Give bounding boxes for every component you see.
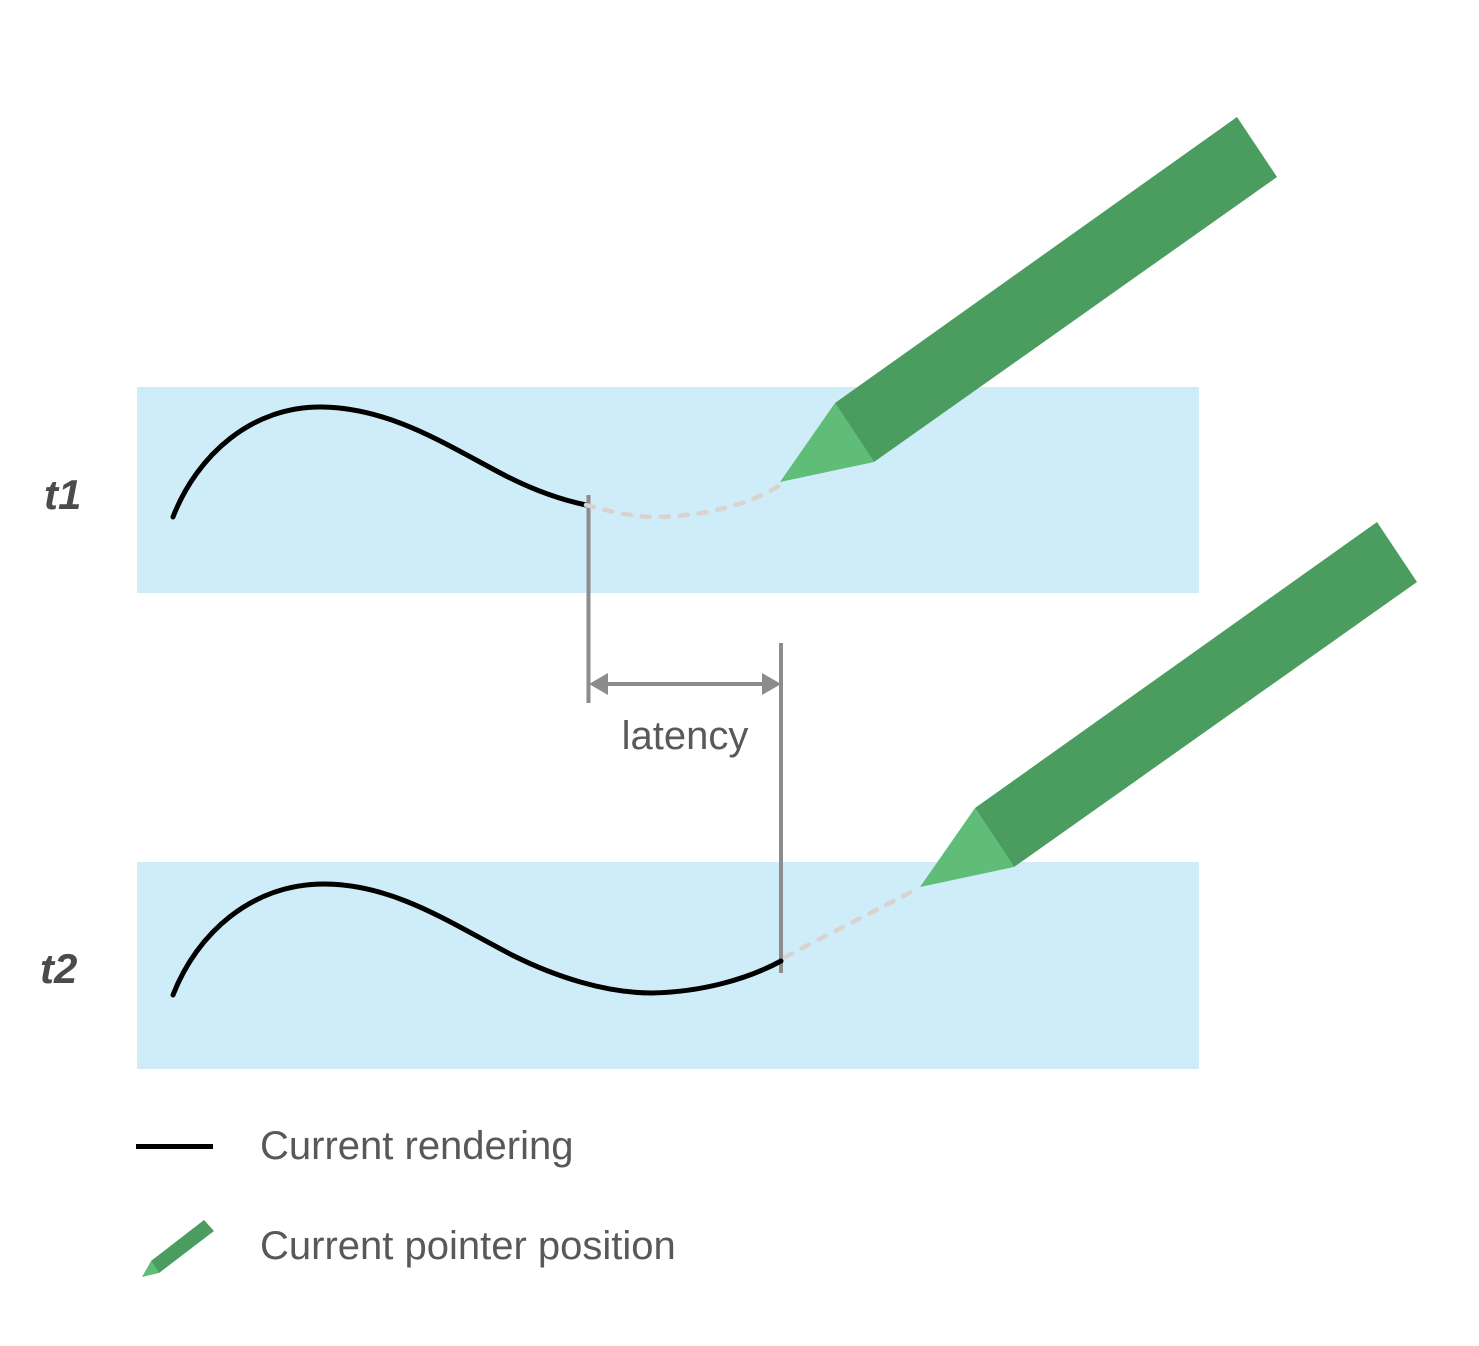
pencil-icon xyxy=(142,1220,214,1277)
pending-stroke-t1 xyxy=(583,481,785,520)
stylus-icon-t2 xyxy=(920,522,1417,887)
legend-label-pointer: Current pointer position xyxy=(260,1224,676,1268)
legend-icons xyxy=(136,1144,214,1277)
latency-label: latency xyxy=(621,714,749,758)
pencil-tip xyxy=(142,1261,159,1277)
rendered-stroke-t2 xyxy=(170,881,784,998)
legend-label-rendering: Current rendering xyxy=(260,1124,574,1168)
timeline-label-t2: t2 xyxy=(40,945,78,992)
timeline-band-t1 xyxy=(137,387,1199,593)
stylus-body xyxy=(975,522,1417,867)
timeline-label-t1: t1 xyxy=(44,471,82,518)
pending-stroke-t2 xyxy=(782,886,920,960)
rendered-stroke-t1 xyxy=(170,404,589,520)
timeline-band-t2 xyxy=(137,862,1199,1069)
stylus-tip xyxy=(780,403,874,482)
latency-arrow-right-head xyxy=(762,673,781,695)
pencil-body xyxy=(151,1220,214,1273)
stylus-body xyxy=(835,117,1277,462)
latency-arrow-left-head xyxy=(589,673,608,695)
stylus-tip xyxy=(920,808,1014,887)
stylus-icon-t1 xyxy=(780,117,1277,482)
